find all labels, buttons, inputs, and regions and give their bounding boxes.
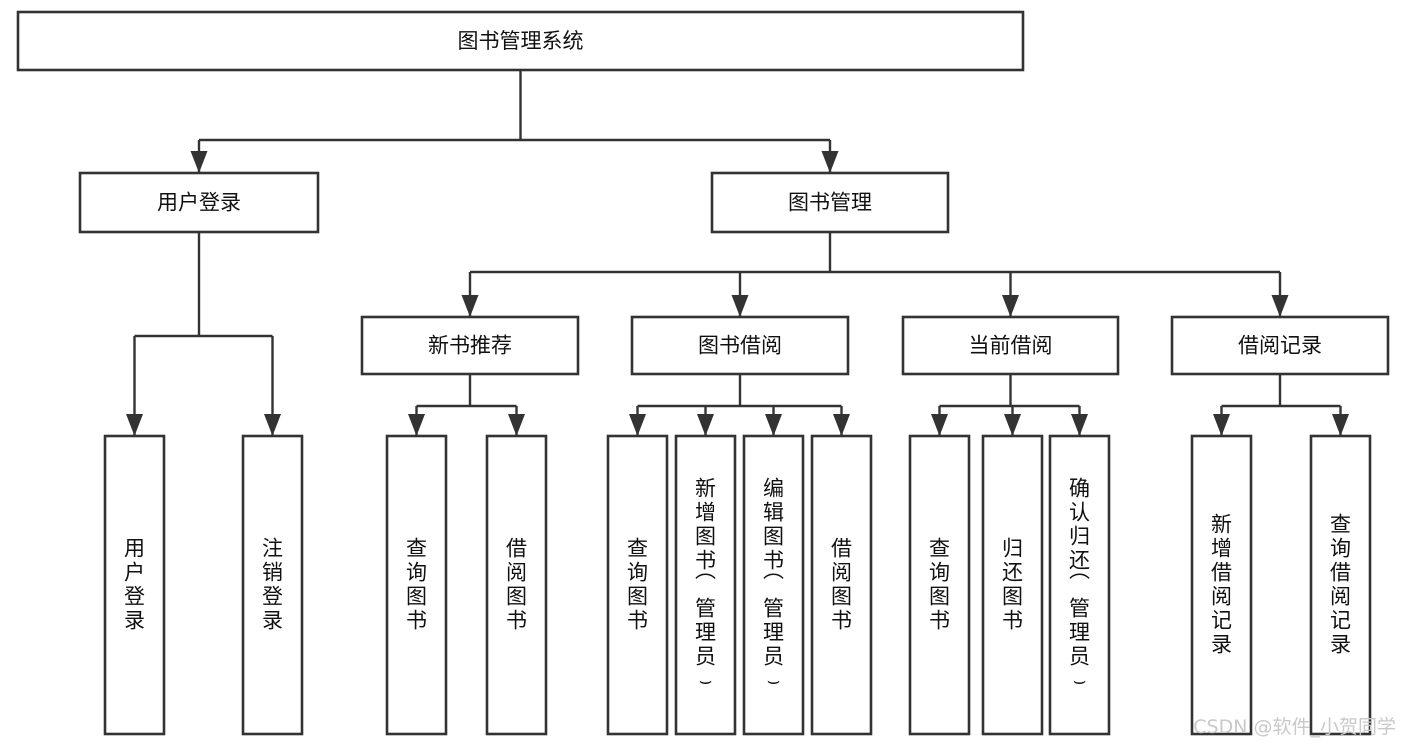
- node-box: [1048, 434, 1111, 736]
- node-box: [78, 171, 320, 234]
- arrow-head-icon: [821, 151, 839, 173]
- node-box: [485, 434, 548, 736]
- node-box: [908, 434, 971, 736]
- node-label: 查询图书: [406, 537, 427, 633]
- arrow-head-icon: [1213, 414, 1230, 436]
- node-label: 用户登录: [124, 537, 145, 633]
- node-leaf-query-book-1[interactable]: 查询图书: [385, 434, 448, 736]
- arrow-head-icon: [931, 414, 948, 436]
- node-leaf-borrow-book-1[interactable]: 借阅图书: [485, 434, 548, 736]
- node-label: 借阅图书: [831, 537, 852, 633]
- arrow-head-icon: [190, 151, 208, 173]
- arrow-head-icon: [461, 295, 479, 317]
- node-box: [710, 171, 950, 234]
- node-label: 当前借阅: [969, 334, 1053, 358]
- arrow-head-icon: [765, 414, 782, 436]
- node-box: [901, 315, 1120, 376]
- node-label: 编辑图书⌒管理员⌣: [763, 477, 784, 693]
- node-box: [16, 10, 1025, 72]
- arrow-head-icon: [833, 414, 850, 436]
- node-label: 归还图书: [1002, 537, 1023, 633]
- arrow-head-icon: [1071, 414, 1088, 436]
- arrow-head-icon: [1332, 414, 1349, 436]
- node-label: 查询图书: [929, 537, 950, 633]
- node-box: [1190, 434, 1253, 736]
- node-label: 新增图书⌒管理员⌣: [695, 477, 716, 693]
- node-borrow-record[interactable]: 借阅记录: [1170, 315, 1390, 376]
- node-box: [630, 315, 850, 376]
- node-box: [606, 434, 669, 736]
- node-box: [241, 434, 304, 736]
- node-label: 确认归还⌒管理员⌣: [1069, 477, 1090, 693]
- arrow-head-icon: [697, 414, 714, 436]
- node-label: 借阅记录: [1238, 334, 1322, 358]
- node-label: 图书管理: [788, 191, 872, 215]
- node-leaf-user-logout[interactable]: 注销登录: [241, 434, 304, 736]
- node-label: 图书借阅: [698, 334, 782, 358]
- node-user-login[interactable]: 用户登录: [78, 171, 320, 234]
- node-box: [981, 434, 1044, 736]
- arrow-head-icon: [1002, 295, 1019, 317]
- node-root[interactable]: 图书管理系统: [16, 10, 1025, 72]
- arrow-head-icon: [1004, 414, 1021, 436]
- node-new-book-recommend[interactable]: 新书推荐: [360, 315, 580, 376]
- node-leaf-edit-book[interactable]: 编辑图书⌒管理员⌣: [742, 434, 805, 736]
- arrow-head-icon: [1271, 295, 1289, 317]
- arrow-head-icon: [731, 295, 749, 317]
- node-box: [742, 434, 805, 736]
- node-book-manage[interactable]: 图书管理: [710, 171, 950, 234]
- arrow-head-icon: [629, 414, 646, 436]
- node-leaf-user-login[interactable]: 用户登录: [103, 434, 166, 736]
- node-label: 新书推荐: [428, 334, 512, 358]
- node-label: 注销登录: [262, 537, 283, 633]
- node-label: 借阅图书: [506, 537, 527, 633]
- node-label: 查询图书: [627, 537, 648, 633]
- node-box: [385, 434, 448, 736]
- node-box: [1170, 315, 1390, 376]
- node-box: [1309, 434, 1372, 736]
- node-leaf-query-book-2[interactable]: 查询图书: [606, 434, 669, 736]
- node-leaf-add-record[interactable]: 新增借阅记录: [1190, 434, 1253, 736]
- node-leaf-add-book[interactable]: 新增图书⌒管理员⌣: [674, 434, 737, 736]
- node-book-borrow[interactable]: 图书借阅: [630, 315, 850, 376]
- node-box: [360, 315, 580, 376]
- node-layer: 图书管理系统用户登录图书管理新书推荐图书借阅当前借阅借阅记录用户登录注销登录查询…: [16, 10, 1390, 736]
- node-label: 用户登录: [157, 191, 241, 215]
- node-label: 查询借阅记录: [1330, 513, 1351, 657]
- node-current-borrow[interactable]: 当前借阅: [901, 315, 1120, 376]
- arrow-head-icon: [126, 414, 143, 436]
- node-leaf-return-book[interactable]: 归还图书: [981, 434, 1044, 736]
- node-label: 新增借阅记录: [1211, 513, 1232, 657]
- node-box: [674, 434, 737, 736]
- node-box: [103, 434, 166, 736]
- node-box: [810, 434, 873, 736]
- node-leaf-confirm-return[interactable]: 确认归还⌒管理员⌣: [1048, 434, 1111, 736]
- node-leaf-query-book-3[interactable]: 查询图书: [908, 434, 971, 736]
- arrow-head-icon: [408, 414, 425, 436]
- node-leaf-borrow-book-2[interactable]: 借阅图书: [810, 434, 873, 736]
- arrow-head-icon: [264, 414, 281, 436]
- node-leaf-query-record[interactable]: 查询借阅记录: [1309, 434, 1372, 736]
- csdn-watermark: CSDN @软件_小贺同学: [1193, 716, 1396, 738]
- node-label: 图书管理系统: [458, 29, 584, 53]
- arrow-head-icon: [508, 414, 525, 436]
- connector-layer: [126, 70, 1349, 436]
